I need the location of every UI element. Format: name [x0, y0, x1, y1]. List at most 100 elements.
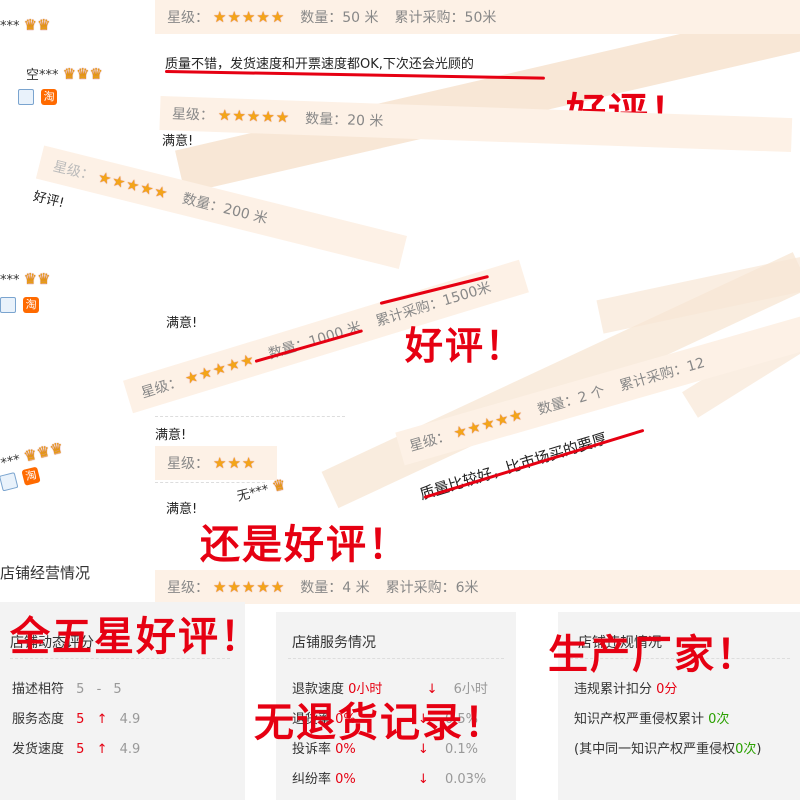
reviewer-1: 空*** ♛♛♛	[18, 64, 103, 83]
panel-title: 店铺违规情况	[578, 635, 662, 651]
review-comment-7: 满意!	[166, 502, 198, 517]
callout-all-five-star: 全五星好评！	[10, 614, 262, 660]
review-meta-7: 星级： ★★★★★ 数量：4 米 累计采购：6米	[155, 570, 800, 604]
row-compare: 0.1%	[444, 742, 478, 757]
row-value: 0%	[335, 772, 356, 787]
callout-good-review-2: 好评！	[405, 324, 526, 368]
shop-section-title: 店铺经营情况	[0, 564, 91, 582]
up-arrow-icon: ↑	[96, 712, 108, 727]
row-close: )	[756, 742, 762, 757]
review-meta-1: 星级： ★★★★★ 数量：50 米 累计采购：50米	[155, 0, 800, 34]
taobao-badge-icon: 淘	[21, 465, 41, 486]
row-value: 5	[76, 742, 85, 757]
row-label: 退货率	[292, 712, 332, 727]
divider	[155, 416, 345, 417]
taobao-badge-icon: 淘	[41, 88, 58, 105]
taobao-badge-icon: 淘	[23, 296, 40, 313]
review-comment-6: 满意!	[155, 428, 187, 443]
up-arrow-icon: ↑	[96, 742, 108, 757]
crown-icon: ♛♛♛	[21, 438, 66, 466]
quantity-text: 数量：20 米	[304, 111, 384, 130]
review-comment-4: 满意!	[166, 316, 198, 331]
crown-icon: ♛♛	[23, 270, 51, 288]
row-value: 0分	[656, 682, 678, 697]
divider	[570, 658, 790, 659]
row-label: 投诉率	[292, 742, 332, 757]
rating-label: 星级：	[51, 158, 97, 185]
violation-row-points: 违规累计扣分 0分	[574, 678, 677, 697]
panel-title: 店铺动态评分	[10, 635, 94, 651]
reviewer-name: ***	[0, 273, 20, 288]
divider	[155, 482, 265, 483]
row-label: (其中同一知识产权严重侵权	[574, 742, 736, 757]
quantity-text: 数量：1000 米	[266, 319, 364, 363]
rating-label: 星级：	[171, 106, 215, 124]
accumulated-purchase-text: 累计采购：50米	[394, 10, 497, 26]
reviewer-top-left: *** ♛♛	[0, 16, 51, 34]
row-compare: 4.9	[119, 712, 141, 727]
divider	[10, 658, 230, 659]
row-label: 服务态度	[12, 712, 65, 727]
row-value: 0%	[335, 712, 356, 727]
violation-row-ip-total: 知识产权严重侵权累计 0次	[574, 708, 729, 727]
row-value: 0%	[335, 742, 356, 757]
row-compare: 6小时	[453, 682, 488, 697]
row-value: 5	[76, 682, 85, 697]
row-compare: 0.5%	[444, 712, 478, 727]
reviewer-name: ***	[0, 19, 20, 34]
crown-icon: ♛	[270, 475, 288, 496]
crown-icon: ♛♛	[23, 16, 51, 34]
row-value: 0次	[708, 712, 730, 727]
down-arrow-icon: ↓	[417, 742, 429, 757]
violation-row-ip-same: (其中同一知识产权严重侵权0次)	[574, 738, 761, 757]
down-arrow-icon: ↓	[417, 772, 429, 787]
star-rating-icon: ★★★★★	[213, 7, 285, 26]
panel-title: 店铺服务情况	[292, 635, 376, 651]
row-compare: 5	[113, 682, 122, 697]
rating-label: 星级：	[139, 373, 185, 402]
service-row-complaint-rate: 投诉率 0% ↓ 0.1%	[292, 738, 478, 757]
row-compare: 4.9	[119, 742, 141, 757]
callout-still-good-review: 还是好评！	[200, 522, 410, 568]
rating-row-shipping: 发货速度 5 ↑ 4.9	[12, 738, 140, 757]
rating-row-description: 描述相符 5 - 5	[12, 678, 122, 697]
review-meta-6: 星级： ★★★	[155, 446, 277, 480]
reviewer-badges: 淘	[18, 86, 58, 105]
callout-no-return-record: 无退货记录！	[254, 700, 506, 746]
row-label: 知识产权严重侵权累计	[574, 712, 705, 727]
service-row-refund-speed: 退款速度 0小时 ↓ 6小时	[292, 678, 488, 697]
id-badge-icon	[18, 88, 34, 105]
rating-label: 星级：	[167, 580, 209, 596]
rating-label: 星级：	[407, 427, 453, 455]
down-arrow-icon: ↓	[426, 682, 438, 697]
rating-row-service: 服务态度 5 ↑ 4.9	[12, 708, 140, 727]
star-rating-icon: ★★★★★	[96, 167, 170, 203]
row-label: 纠纷率	[292, 772, 332, 787]
reviewer-badges: 淘	[0, 294, 40, 313]
star-rating-icon: ★★★	[213, 453, 256, 472]
row-label: 退款速度	[292, 682, 345, 697]
row-compare: 0.03%	[444, 772, 487, 787]
reviewer-2: *** ♛♛	[0, 270, 51, 288]
down-arrow-icon: ↓	[417, 712, 429, 727]
reviewer-name: 无***	[235, 482, 271, 505]
review-comment-1: 质量不错，发货速度和开票速度都OK,下次还会光顾的	[165, 57, 474, 72]
row-value: 5	[76, 712, 85, 727]
callout-manufacturer: 生产厂家！	[548, 632, 758, 678]
id-badge-icon	[0, 471, 19, 491]
crown-icon: ♛♛♛	[62, 65, 103, 83]
shop-violation-panel: 店铺违规情况 违规累计扣分 0分 知识产权严重侵权累计 0次 (其中同一知识产权…	[558, 612, 800, 800]
row-label: 描述相符	[12, 682, 65, 697]
row-sep: -	[96, 682, 102, 697]
row-label: 发货速度	[12, 742, 65, 757]
row-value: 0次	[735, 742, 757, 757]
id-badge-icon	[0, 296, 16, 313]
review-comment-2: 满意!	[162, 134, 194, 149]
shop-service-panel: 店铺服务情况 退款速度 0小时 ↓ 6小时 退货率 0% ↓ 0.5% 投诉率 …	[276, 612, 516, 800]
service-row-return-rate: 退货率 0% ↓ 0.5%	[292, 708, 478, 727]
star-rating-icon: ★★★★★	[217, 105, 290, 127]
quantity-text: 数量：200 米	[180, 190, 270, 228]
shop-dynamic-rating-panel: 店铺动态评分 描述相符 5 - 5 服务态度 5 ↑ 4.9 发货速度 5 ↑ …	[0, 602, 245, 800]
row-label: 违规累计扣分	[574, 682, 653, 697]
star-rating-icon: ★★★★★	[182, 349, 257, 388]
